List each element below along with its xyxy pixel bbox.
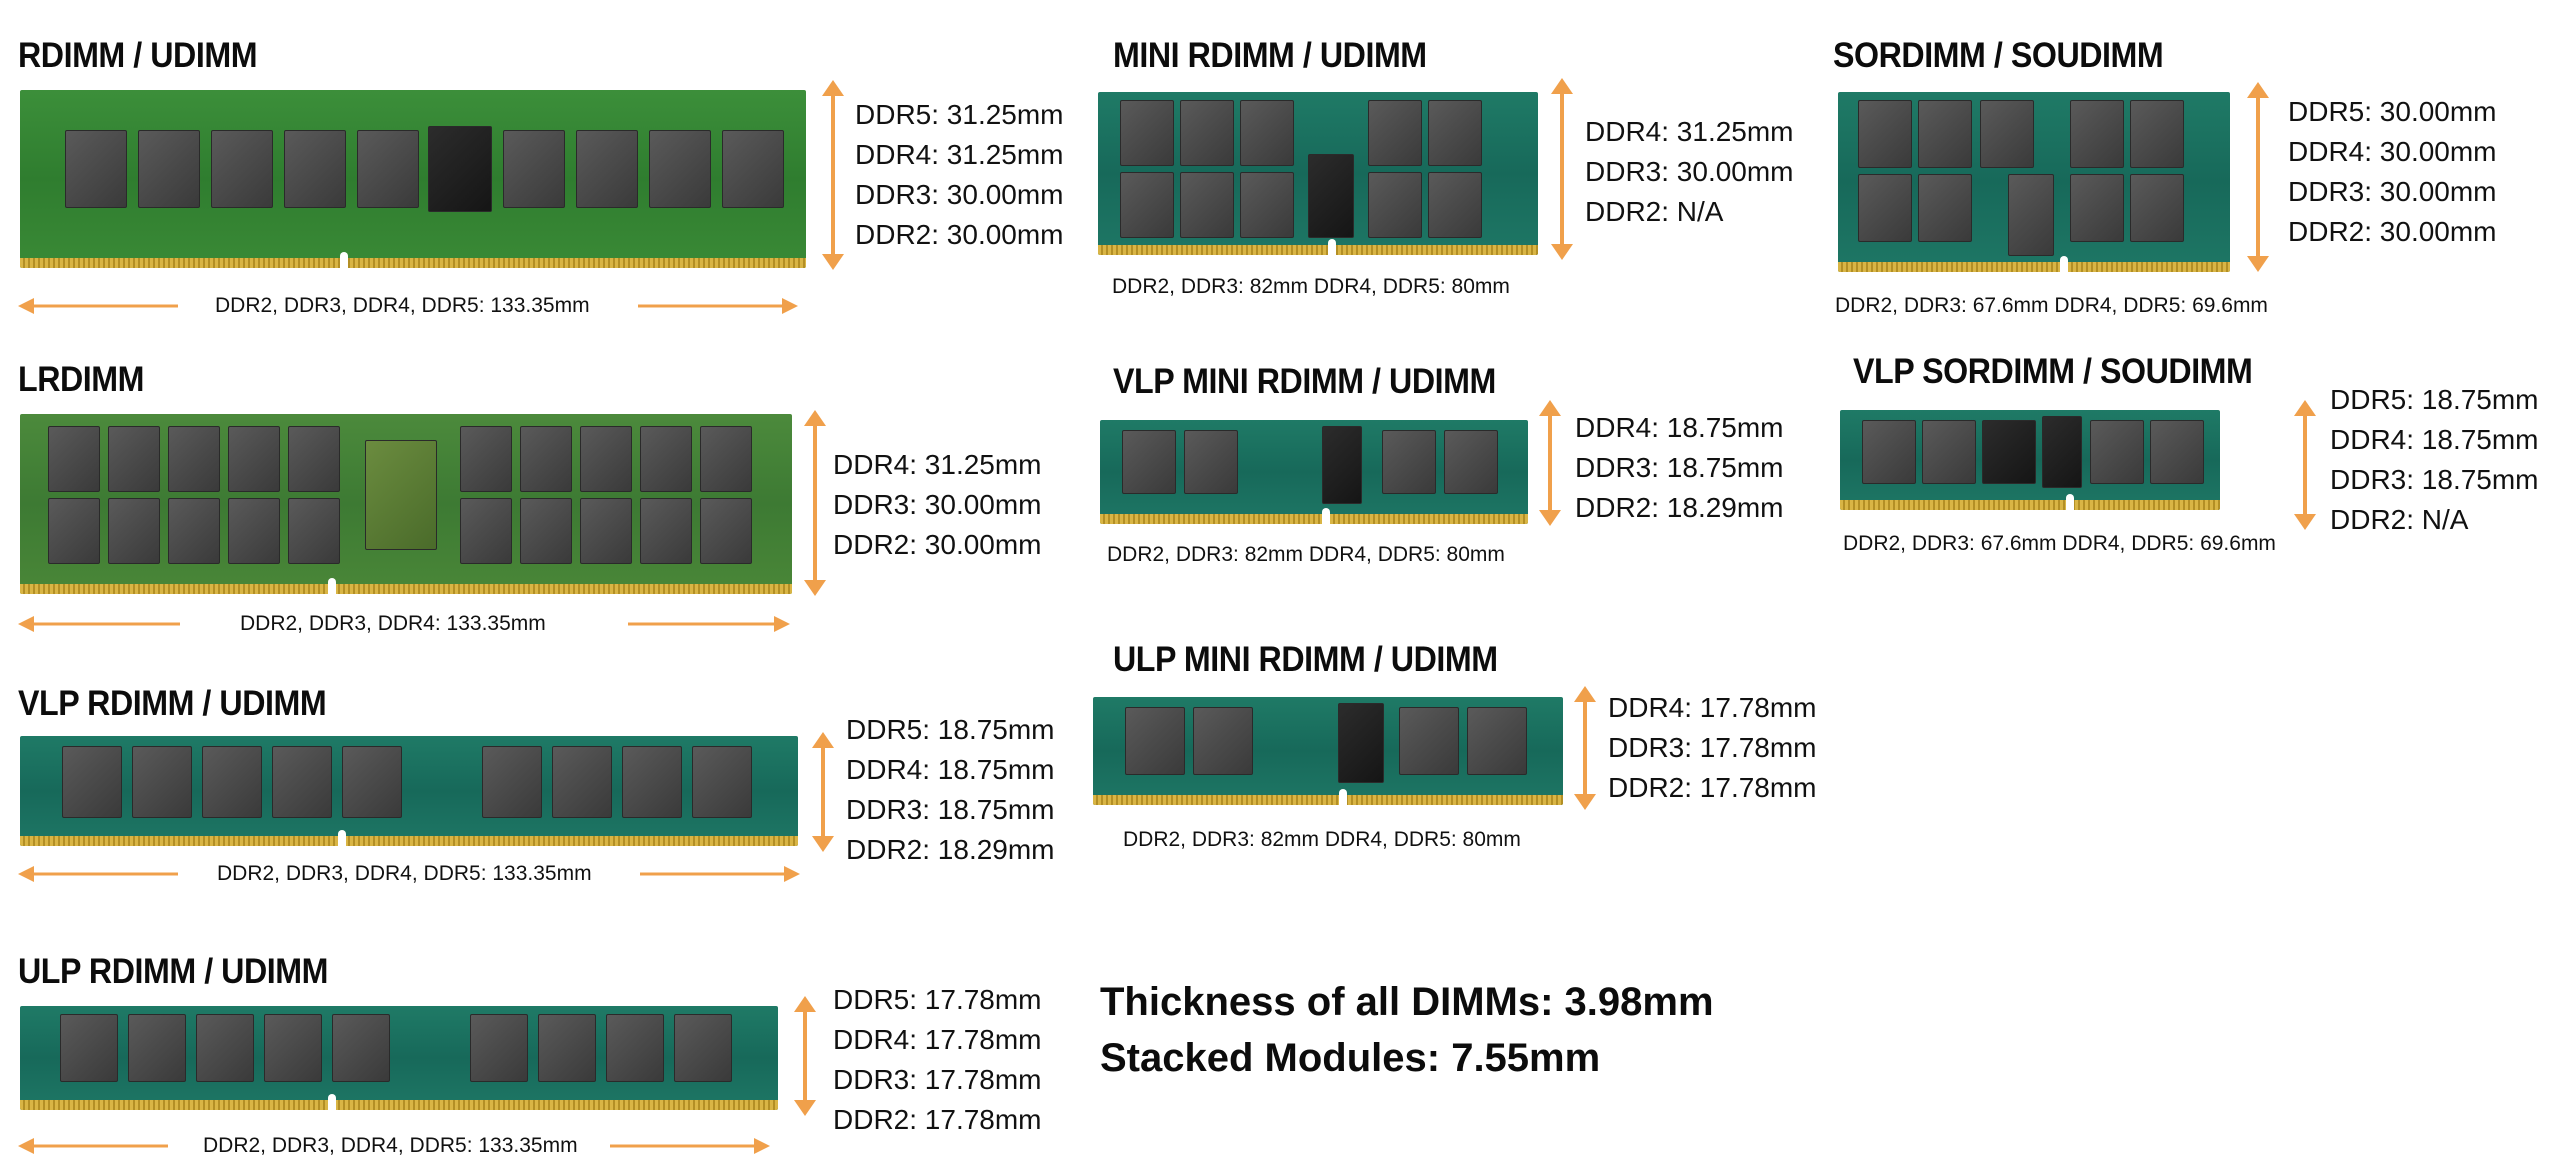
height-spec: DDR2: 18.29mm [846, 834, 1055, 865]
module-title: MINI RDIMM / UDIMM [1113, 36, 1427, 75]
height-spec: DDR3: 18.75mm [2330, 464, 2539, 495]
height-arrow [1535, 400, 1565, 526]
vlp-sordimm-module-image [1840, 410, 2220, 510]
height-arrow [800, 410, 830, 596]
height-spec: DDR4: 18.75mm [1575, 412, 1784, 443]
length-spec: DDR2, DDR3: 67.6mm DDR4, DDR5: 69.6mm [1835, 294, 2268, 317]
height-spec: DDR5: 30.00mm [2288, 96, 2497, 127]
height-arrow [818, 80, 848, 270]
module-title: ULP MINI RDIMM / UDIMM [1113, 640, 1498, 679]
height-arrow [790, 996, 820, 1116]
length-spec: DDR2, DDR3, DDR4, DDR5: 133.35mm [203, 1134, 578, 1157]
length-arrow-left [18, 296, 178, 316]
length-arrow-left [18, 1136, 168, 1156]
height-spec: DDR4: 18.75mm [846, 754, 1055, 785]
height-spec: DDR4: 17.78mm [1608, 692, 1817, 723]
height-spec-list: DDR4: 31.25mm DDR3: 30.00mm DDR2: 30.00m… [833, 445, 1042, 565]
height-spec: DDR4: 18.75mm [2330, 424, 2539, 455]
length-spec: DDR2, DDR3, DDR4: 133.35mm [240, 612, 546, 635]
length-spec: DDR2, DDR3: 82mm DDR4, DDR5: 80mm [1112, 275, 1510, 298]
height-spec: DDR3: 18.75mm [1575, 452, 1784, 483]
height-spec: DDR5: 18.75mm [2330, 384, 2539, 415]
height-spec: DDR3: 30.00mm [833, 489, 1042, 520]
module-title: VLP MINI RDIMM / UDIMM [1113, 362, 1496, 401]
height-arrow [1547, 78, 1577, 260]
ulp-mini-rdimm-module-image [1093, 697, 1563, 805]
height-spec: DDR2: 30.00mm [833, 529, 1042, 560]
summary: Thickness of all DIMMs: 3.98mm Stacked M… [1100, 974, 1714, 1086]
module-title: SORDIMM / SOUDIMM [1833, 36, 2164, 75]
height-spec: DDR4: 30.00mm [2288, 136, 2497, 167]
height-spec-list: DDR5: 17.78mm DDR4: 17.78mm DDR3: 17.78m… [833, 980, 1042, 1140]
height-arrow [1570, 686, 1600, 810]
height-spec: DDR2: 30.00mm [2288, 216, 2497, 247]
height-arrow [808, 732, 838, 852]
ulp-rdimm-module-image [20, 1006, 778, 1110]
rdimm-module-image [20, 90, 806, 268]
height-spec: DDR3: 30.00mm [855, 179, 1064, 210]
height-spec: DDR5: 17.78mm [833, 984, 1042, 1015]
length-spec: DDR2, DDR3: 67.6mm DDR4, DDR5: 69.6mm [1843, 532, 2276, 555]
height-spec: DDR2: N/A [2330, 504, 2469, 535]
height-spec-list: DDR4: 31.25mm DDR3: 30.00mm DDR2: N/A [1585, 112, 1794, 232]
mini-rdimm-module-image [1098, 92, 1538, 255]
height-spec: DDR3: 18.75mm [846, 794, 1055, 825]
height-spec: DDR4: 31.25mm [833, 449, 1042, 480]
height-arrow [2290, 400, 2320, 530]
height-spec: DDR5: 31.25mm [855, 99, 1064, 130]
length-arrow-right [638, 296, 798, 316]
lrdimm-module-image [20, 414, 792, 594]
height-spec-list: DDR5: 18.75mm DDR4: 18.75mm DDR3: 18.75m… [846, 710, 1055, 870]
module-title: VLP SORDIMM / SOUDIMM [1853, 352, 2253, 391]
height-spec: DDR2: 30.00mm [855, 219, 1064, 250]
height-spec: DDR3: 17.78mm [1608, 732, 1817, 763]
length-arrow-left [18, 614, 180, 634]
length-spec: DDR2, DDR3, DDR4, DDR5: 133.35mm [215, 294, 590, 317]
length-arrow-left [18, 864, 178, 884]
height-spec-list: DDR4: 18.75mm DDR3: 18.75mm DDR2: 18.29m… [1575, 408, 1784, 528]
length-spec: DDR2, DDR3: 82mm DDR4, DDR5: 80mm [1107, 543, 1505, 566]
height-spec-list: DDR5: 31.25mm DDR4: 31.25mm DDR3: 30.00m… [855, 95, 1064, 255]
height-spec: DDR2: 17.78mm [833, 1104, 1042, 1135]
height-arrow [2243, 82, 2273, 272]
length-arrow-right [628, 614, 790, 634]
height-spec: DDR3: 30.00mm [1585, 156, 1794, 187]
module-title: VLP RDIMM / UDIMM [18, 684, 327, 723]
height-spec: DDR3: 30.00mm [2288, 176, 2497, 207]
height-spec: DDR4: 17.78mm [833, 1024, 1042, 1055]
thickness-note: Thickness of all DIMMs: 3.98mm [1100, 980, 1714, 1024]
vlp-mini-rdimm-module-image [1100, 420, 1528, 524]
length-arrow-right [610, 1136, 770, 1156]
length-spec: DDR2, DDR3, DDR4, DDR5: 133.35mm [217, 862, 592, 885]
height-spec: DDR4: 31.25mm [855, 139, 1064, 170]
height-spec: DDR3: 17.78mm [833, 1064, 1042, 1095]
sordimm-module-image [1838, 92, 2230, 272]
height-spec-list: DDR4: 17.78mm DDR3: 17.78mm DDR2: 17.78m… [1608, 688, 1817, 808]
height-spec: DDR4: 31.25mm [1585, 116, 1794, 147]
module-title: ULP RDIMM / UDIMM [18, 952, 328, 991]
height-spec-list: DDR5: 30.00mm DDR4: 30.00mm DDR3: 30.00m… [2288, 92, 2497, 252]
height-spec: DDR2: 17.78mm [1608, 772, 1817, 803]
vlp-rdimm-module-image [20, 736, 798, 846]
height-spec: DDR5: 18.75mm [846, 714, 1055, 745]
stacked-note: Stacked Modules: 7.55mm [1100, 1036, 1601, 1080]
length-spec: DDR2, DDR3: 82mm DDR4, DDR5: 80mm [1123, 828, 1521, 851]
height-spec-list: DDR5: 18.75mm DDR4: 18.75mm DDR3: 18.75m… [2330, 380, 2539, 540]
module-title: RDIMM / UDIMM [18, 36, 258, 75]
module-title: LRDIMM [18, 360, 145, 399]
height-spec: DDR2: N/A [1585, 196, 1724, 227]
height-spec: DDR2: 18.29mm [1575, 492, 1784, 523]
length-arrow-right [640, 864, 800, 884]
